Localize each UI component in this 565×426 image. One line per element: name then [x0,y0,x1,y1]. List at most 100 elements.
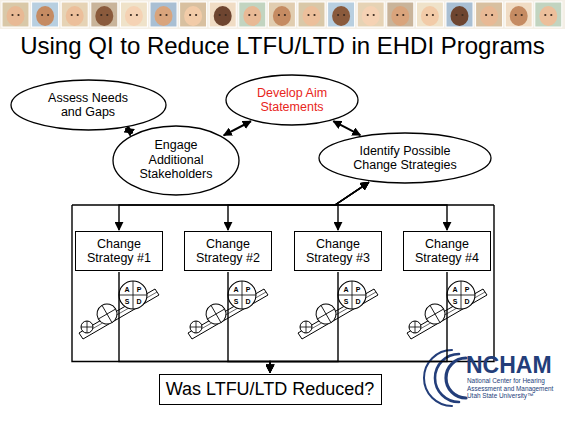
process-ellipse: Develop Aim Statements [225,74,359,126]
eye [248,14,250,16]
process-box: Change Strategy #2 [184,231,272,271]
baby-photo [535,2,562,27]
eye [521,14,523,16]
baby-face [451,6,469,26]
logo-arc [446,358,466,398]
baby-face [184,6,202,26]
label-holder: S [122,296,132,306]
pdsa-letter: A [452,286,457,293]
eye [485,14,487,16]
baby-face [421,6,439,26]
process-box: Change Strategy #3 [294,231,382,271]
eye [136,14,138,16]
eye [455,14,457,16]
pdsa-letter: P [465,286,470,293]
mid-cycle [312,300,339,327]
node-text-group: Change Strategy #3 [301,237,375,266]
photo-frame [298,2,325,27]
photo-frame [2,2,29,27]
connector-arrow [224,121,251,135]
node-text-group: Change Strategy #4 [410,237,484,266]
pdsa-letter: A [233,286,238,293]
mid-cycle [93,300,120,327]
connector-arrow [335,182,447,230]
eye [11,14,13,16]
baby-face [303,6,321,26]
node-label: Change Strategy #4 [410,237,484,266]
pdsa-letter: S [125,298,130,305]
process-ellipse: Engage Additional Stakeholders [112,125,240,196]
ncham-logo [424,350,466,406]
photo-frame [91,2,118,27]
label-holder: S [231,296,241,306]
slide-title: Using QI to Reduce LTFU/LTD in EHDI Prog… [20,32,545,60]
baby-face [332,6,350,26]
eye [343,14,345,16]
connector-arrow [270,272,447,373]
eye [432,14,434,16]
mid-cycle [202,300,229,327]
eye [307,14,309,16]
baby-photo [209,2,236,27]
photo-frame [505,2,532,27]
process-ellipse: Assess Needs and Gaps [10,79,167,131]
baby-face [36,6,54,26]
pdsa-letter: P [356,286,361,293]
connector-arrow [119,182,369,230]
eye [17,14,19,16]
pdsa-cycle [338,281,366,309]
eye [313,14,315,16]
baby-photo [387,2,414,27]
logo-subtitle: National Center for Hearing Assessment a… [467,377,559,400]
cycle-quadrants [338,281,366,309]
baby-face [155,6,173,26]
pdsa-letter: A [343,286,348,293]
label-holder: D [462,296,472,306]
ellipse-outline [10,79,167,131]
pdsa-letter: D [355,298,360,305]
small-cycle [409,321,421,333]
eye [278,14,280,16]
baby-face [95,6,113,26]
pdsa-letter: D [464,298,469,305]
pdsa-letter: S [453,298,458,305]
label-holder: S [450,296,460,306]
node-label: Develop Aim Statements [250,86,334,115]
cycle-quadrants [228,281,256,309]
node-label: Assess Needs and Gaps [38,91,138,120]
photo-frame [387,2,414,27]
eye [100,14,102,16]
photo-frame [120,2,147,27]
eye [550,14,552,16]
small-cycle [300,321,312,333]
baby-photo [61,2,88,27]
node-text-group: Identify Possible Change Strategies [349,144,461,173]
pdsa-letter: P [137,286,142,293]
eye [71,14,73,16]
process-box: Was LTFU/LTD Reduced? [159,374,382,405]
label-holder: A [341,284,351,294]
ellipse-shape [11,80,166,130]
eye [426,14,428,16]
pdsa-letter: A [124,286,129,293]
small-cycle [81,321,93,333]
baby-face [362,6,380,26]
eye [165,14,167,16]
photo-frame [328,2,355,27]
baby-face [7,6,25,26]
connector-arrow [333,121,360,135]
photo-frame [209,2,236,27]
baby-photo [32,2,59,27]
label-holder: D [134,296,144,306]
baby-photo [268,2,295,27]
node-text-group: Change Strategy #1 [82,237,156,266]
baby-photo [91,2,118,27]
cycle-cross [93,300,120,327]
node-text-group: Change Strategy #2 [191,237,265,266]
process-ellipse: Identify Possible Change Strategies [318,132,492,184]
connector-arrow [228,182,369,230]
node-label: Was LTFU/LTD Reduced? [166,379,375,400]
